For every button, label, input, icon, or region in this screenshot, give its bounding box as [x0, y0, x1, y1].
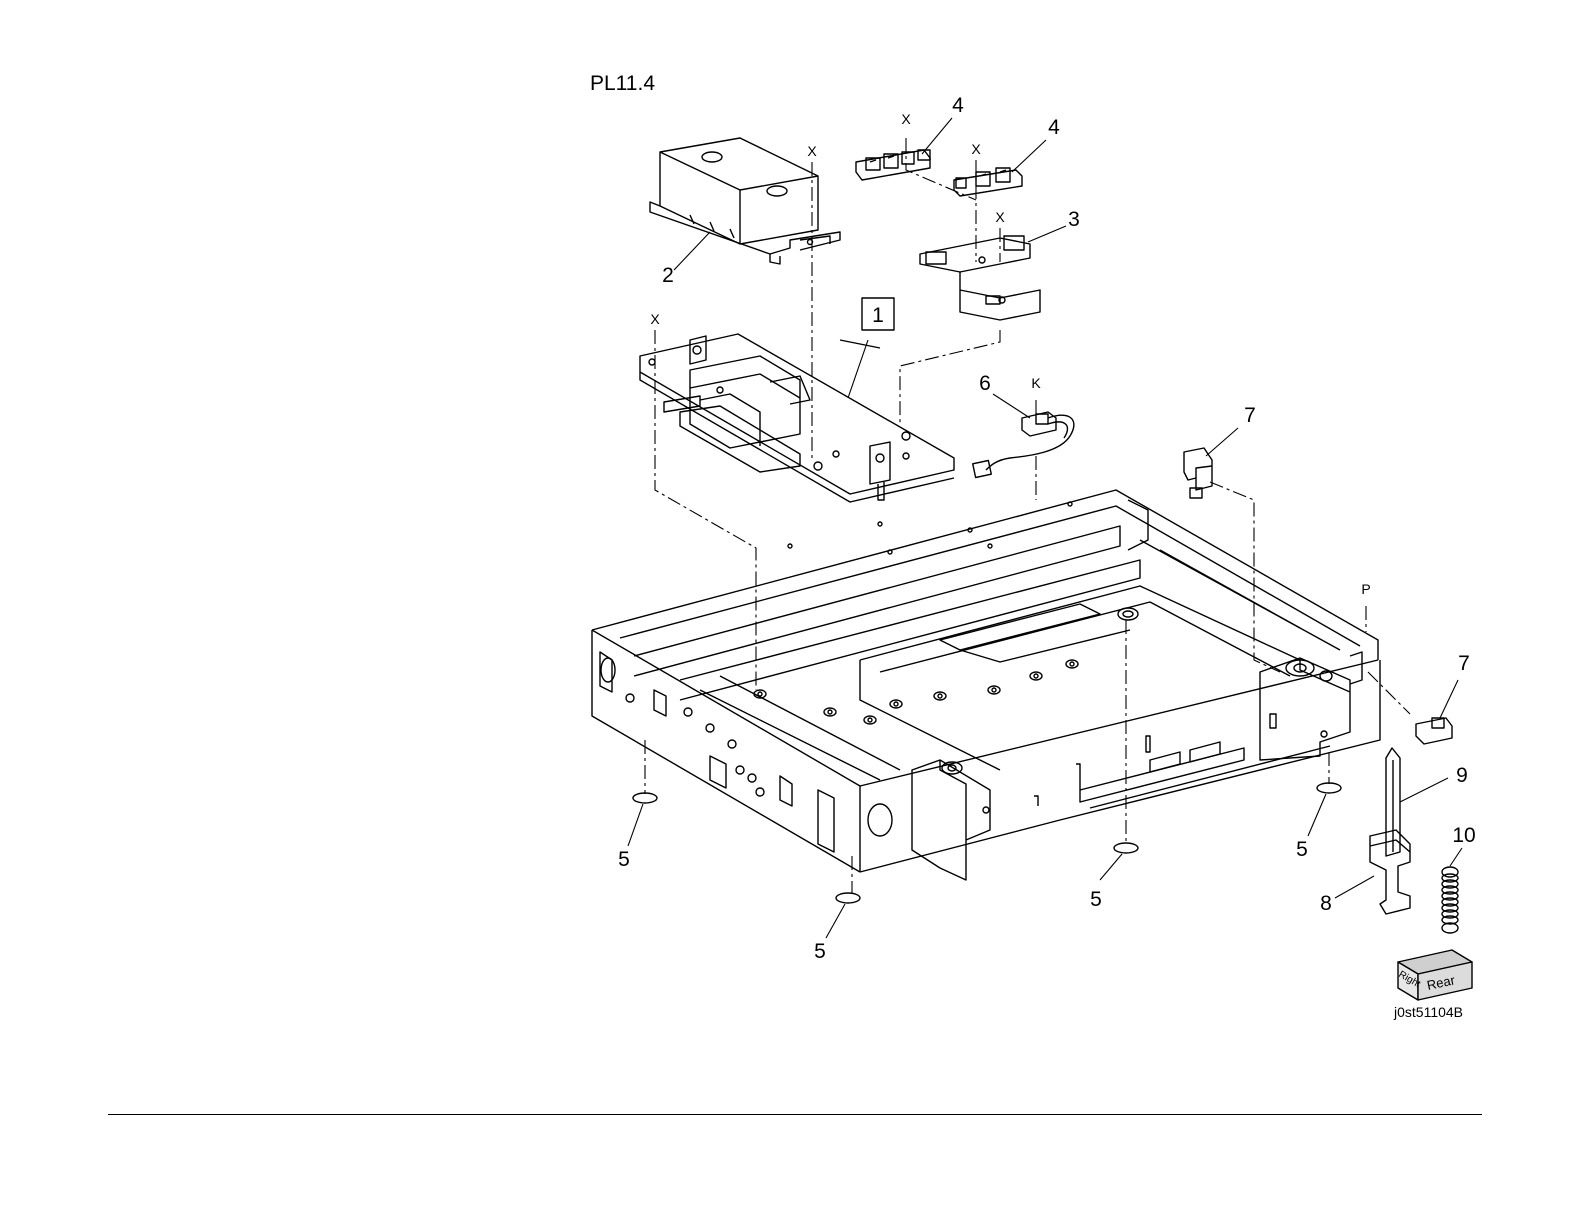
- callout-6: 6: [979, 372, 991, 395]
- callout-4-left: 4: [952, 94, 964, 117]
- callout-9: 9: [1456, 764, 1468, 787]
- part-4-sensor-left: [856, 150, 930, 180]
- callout-4-right: 4: [1048, 116, 1060, 139]
- ref-p: P: [1361, 581, 1370, 597]
- ref-x-cover: X: [807, 143, 817, 159]
- callout-1: 1: [872, 304, 884, 327]
- part-8-holder: [1370, 830, 1410, 914]
- part-7-sensor-lower: [1416, 718, 1452, 744]
- footer-rule: [108, 1114, 1482, 1115]
- figure-id: j0st51104B: [1394, 1004, 1463, 1020]
- part-1-plate-assembly: [640, 334, 954, 502]
- ref-k: K: [1031, 375, 1041, 391]
- callout-7-upper: 7: [1244, 404, 1256, 427]
- part-3-bracket: [920, 236, 1040, 320]
- main-frame: [592, 490, 1380, 880]
- callout-8: 8: [1320, 892, 1332, 915]
- callout-5-middle: 5: [1090, 888, 1102, 911]
- callout-labels: 1 2 3 4 4 5 5 5 5 6 7 7 8 9 10: [618, 94, 1476, 963]
- reference-marks: X X X X X K P: [650, 111, 1370, 597]
- ref-x-bracket: X: [995, 209, 1005, 225]
- ref-x-sensor-right: X: [971, 141, 981, 157]
- part-6-sensor-harness: [973, 412, 1074, 478]
- part-10-spring: [1442, 867, 1458, 933]
- callout-5-left: 5: [618, 848, 630, 871]
- callout-7-lower: 7: [1458, 652, 1470, 675]
- part-9-actuator: [1386, 748, 1400, 856]
- part-4-sensor-right: [954, 168, 1022, 196]
- callout-5-right: 5: [1296, 838, 1308, 861]
- callout-10: 10: [1452, 824, 1475, 847]
- callout-3: 3: [1068, 208, 1080, 231]
- ref-x-sensor-left: X: [901, 111, 911, 127]
- orientation-cube: Right Rear: [1397, 950, 1473, 1000]
- part-7-bracket-upper: [1184, 448, 1212, 498]
- callout-2: 2: [662, 264, 674, 287]
- assembly-lines: [645, 138, 1410, 894]
- ref-x-plate: X: [650, 311, 660, 327]
- callout-5-front: 5: [814, 940, 826, 963]
